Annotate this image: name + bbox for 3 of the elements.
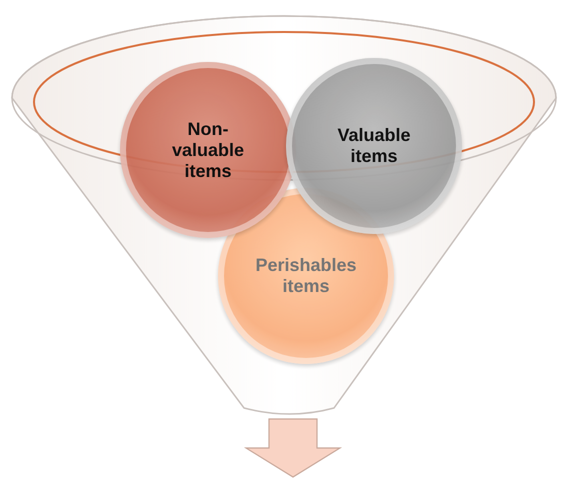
circle-label: Non-valuable items [170, 118, 246, 182]
circle-label: Perishables items [254, 255, 358, 297]
circle-label: Valuable items [336, 125, 412, 167]
